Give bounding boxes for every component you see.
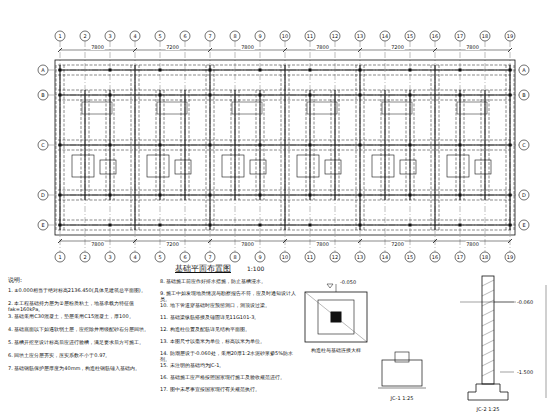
dimension: 7800 <box>315 241 330 247</box>
axis-number: 2 <box>83 254 86 260</box>
design-note: 17. 图中未尽事宜按国家现行有关规范执行。 <box>160 386 300 392</box>
axis-letter: C <box>522 142 526 148</box>
axis-number: 16 <box>432 254 438 260</box>
axis-number: 2 <box>83 33 86 39</box>
axis-number: 15 <box>407 254 413 260</box>
axis-number: 3 <box>108 33 111 39</box>
dimension: 7200 <box>165 44 180 50</box>
design-note: 5. 基槽开挖至设计标高后应进行验槽，满足要求后方可施工。 <box>8 339 153 345</box>
axis-number: 10 <box>282 254 288 260</box>
axis-number: 11 <box>307 33 313 39</box>
design-note: 10. 地下管道穿基础时应预留洞口，洞顶设过梁。 <box>160 302 300 308</box>
axis-letter: B <box>41 92 44 98</box>
axis-number: 15 <box>407 33 413 39</box>
axis-letter: A <box>41 67 44 73</box>
design-note: 11. 基础梁纵筋搭接及锚固详见11G101-3。 <box>160 314 300 320</box>
elevation-mark: -0.050 <box>340 279 356 285</box>
design-note: 2. 本工程基础持力层为②层粉质粘土，地基承载力特征值fak=160kPa。 <box>8 300 153 312</box>
dimension: 7800 <box>240 241 255 247</box>
axis-number: 12 <box>332 254 338 260</box>
design-note: 16. 基础施工应严格按照国家现行施工及验收规范进行。 <box>160 374 300 380</box>
axis-number: 8 <box>233 254 236 260</box>
detail-title: JC-1 1:25 <box>391 395 414 401</box>
axis-letter: B <box>522 92 525 98</box>
axis-number: 19 <box>507 33 513 39</box>
design-note: 6. 回填土应分层夯实，压实系数不小于0.97。 <box>8 352 153 358</box>
dimension: 7200 <box>165 241 180 247</box>
axis-number: 9 <box>258 33 261 39</box>
axis-number: 14 <box>382 33 388 39</box>
axis-number: 9 <box>258 254 261 260</box>
axis-number: 13 <box>357 33 363 39</box>
elevation-mark: -1.500 <box>517 369 533 375</box>
axis-number: 3 <box>108 254 111 260</box>
axis-letter: D <box>522 192 526 198</box>
axis-number: 5 <box>158 33 161 39</box>
axis-number: 7 <box>208 254 211 260</box>
dimension: 7800 <box>90 44 105 50</box>
axis-number: 12 <box>332 33 338 39</box>
design-note: 9. 施工中如发现地质情况与勘察报告不符，应及时通知设计人员。 <box>160 290 300 302</box>
design-note: 1. ±0.000相当于绝对标高2136.450(具体见建筑总平面图)。 <box>8 287 153 293</box>
design-note: 14. 防潮层设于-0.060处，采用20厚1:2水泥砂浆掺5%防水剂。 <box>160 350 300 362</box>
axis-number: 4 <box>133 254 136 260</box>
dimension: 7800 <box>465 241 480 247</box>
detail-title: JC-2 1:25 <box>477 406 500 412</box>
axis-number: 1 <box>58 254 61 260</box>
drawing-title: 基础平面布置图 <box>175 263 231 274</box>
axis-number: 10 <box>282 33 288 39</box>
axis-number: 14 <box>382 254 388 260</box>
dimension: 7800 <box>315 44 330 50</box>
axis-number: 8 <box>233 33 236 39</box>
notes-heading: 说明: <box>8 276 22 283</box>
elevation-mark: -0.060 <box>517 299 533 305</box>
dimension: 7200 <box>390 44 405 50</box>
design-note: 4. 基础底面以下如遇软弱土层，应挖除并用级配砂石分层回填。 <box>8 326 153 332</box>
design-note: 7. 基础钢筋保护层厚度为40mm，构造柱钢筋锚入基础内。 <box>8 365 153 371</box>
axis-number: 19 <box>507 254 513 260</box>
axis-number: 18 <box>482 33 488 39</box>
axis-letter: E <box>522 222 525 228</box>
axis-letter: D <box>41 192 45 198</box>
dimension: 7800 <box>465 44 480 50</box>
axis-number: 7 <box>208 33 211 39</box>
design-note: 12. 构造柱位置及配筋详见结构平面图。 <box>160 326 300 332</box>
axis-letter: E <box>41 222 44 228</box>
axis-number: 1 <box>58 33 61 39</box>
dimension: 7800 <box>90 241 105 247</box>
dimension: 7200 <box>390 241 405 247</box>
axis-number: 16 <box>432 33 438 39</box>
axis-number: 17 <box>457 254 463 260</box>
drawing-scale: 1:100 <box>247 265 264 272</box>
axis-number: 11 <box>307 254 313 260</box>
dimension: 7800 <box>240 44 255 50</box>
design-note: 15. 未注明的基础均为JC-1。 <box>160 362 300 368</box>
axis-number: 6 <box>183 33 186 39</box>
axis-number: 17 <box>457 33 463 39</box>
design-note: 13. 本图尺寸以毫米为单位，标高以米为单位。 <box>160 338 300 344</box>
axis-letter: C <box>41 142 45 148</box>
axis-number: 6 <box>183 254 186 260</box>
detail-title: 构造柱与基础连接大样 <box>311 347 361 353</box>
axis-number: 4 <box>133 33 136 39</box>
axis-number: 5 <box>158 254 161 260</box>
design-note: 8. 基础施工前应作好排水措施，防止基槽浸水。 <box>160 278 300 284</box>
axis-number: 18 <box>482 254 488 260</box>
axis-number: 13 <box>357 254 363 260</box>
design-note: 3. 基础采用C30混凝土，垫层采用C15混凝土，厚100。 <box>8 313 153 319</box>
axis-letter: A <box>522 67 525 73</box>
